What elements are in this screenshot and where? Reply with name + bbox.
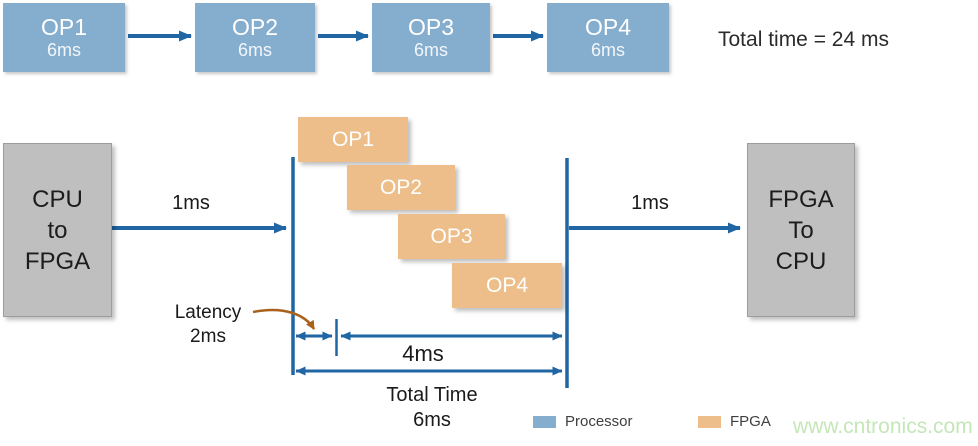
- op-label: OP3: [430, 224, 473, 248]
- pipelined-op3-box: OP3: [398, 214, 505, 259]
- pipelined-op4-box: OP4: [452, 263, 562, 308]
- fpga-color-swatch: [698, 415, 721, 428]
- fpga-to-cpu-line3: CPU: [775, 247, 827, 275]
- op-time: 6ms: [237, 40, 272, 60]
- latency-label: Latency 2ms: [160, 301, 256, 349]
- op-label: OP2: [379, 175, 423, 199]
- cpu-to-fpga-line3: FPGA: [24, 247, 91, 275]
- fpga-to-cpu-line2: To: [788, 216, 814, 244]
- sequential-op4-box: OP4 6ms: [547, 3, 669, 72]
- sequential-op3-box: OP3 6ms: [372, 3, 490, 72]
- legend-item-fpga: FPGA: [698, 413, 771, 430]
- op-label: OP3: [407, 14, 455, 40]
- compute-span-label: 4ms: [402, 341, 444, 366]
- legend-processor-label: Processor: [565, 413, 633, 430]
- cpu-to-fpga-box: CPU to FPGA: [3, 143, 112, 317]
- op-label: OP2: [231, 14, 279, 40]
- op-label: OP4: [584, 14, 632, 40]
- pipelined-total-label: Total Time 6ms: [352, 383, 512, 433]
- pipelined-total-line2: 6ms: [413, 409, 451, 431]
- op-label: OP4: [485, 273, 529, 297]
- latency-label-line1: Latency: [174, 302, 242, 323]
- latency-callout-arrow: [252, 308, 316, 330]
- op-time: 6ms: [46, 40, 81, 60]
- fpga-to-cpu-line1: FPGA: [768, 185, 834, 213]
- site-watermark: www.cntronics.com: [793, 415, 973, 438]
- input-transfer-time-label: 1ms: [172, 192, 210, 214]
- op-label: OP1: [40, 14, 88, 40]
- pipelined-op1-box: OP1: [298, 117, 408, 162]
- output-transfer-time-label: 1ms: [631, 192, 669, 214]
- fpga-to-cpu-box: FPGA To CPU: [747, 143, 855, 317]
- op-time: 6ms: [590, 40, 625, 60]
- sequential-op1-box: OP1 6ms: [3, 3, 125, 72]
- sequential-op2-box: OP2 6ms: [195, 3, 315, 72]
- cpu-to-fpga-line1: CPU: [32, 185, 83, 213]
- legend-item-processor: Processor: [533, 413, 633, 430]
- latency-label-line2: 2ms: [190, 326, 226, 347]
- cpu-to-fpga-line2: to: [47, 216, 68, 244]
- op-label: OP1: [331, 127, 375, 151]
- op-time: 6ms: [413, 40, 448, 60]
- sequential-total-label: Total time = 24 ms: [718, 28, 889, 51]
- pipelined-total-line1: Total Time: [386, 384, 478, 406]
- processor-color-swatch: [533, 415, 556, 428]
- legend-fpga-label: FPGA: [730, 413, 771, 430]
- pipelined-op2-box: OP2: [347, 165, 455, 210]
